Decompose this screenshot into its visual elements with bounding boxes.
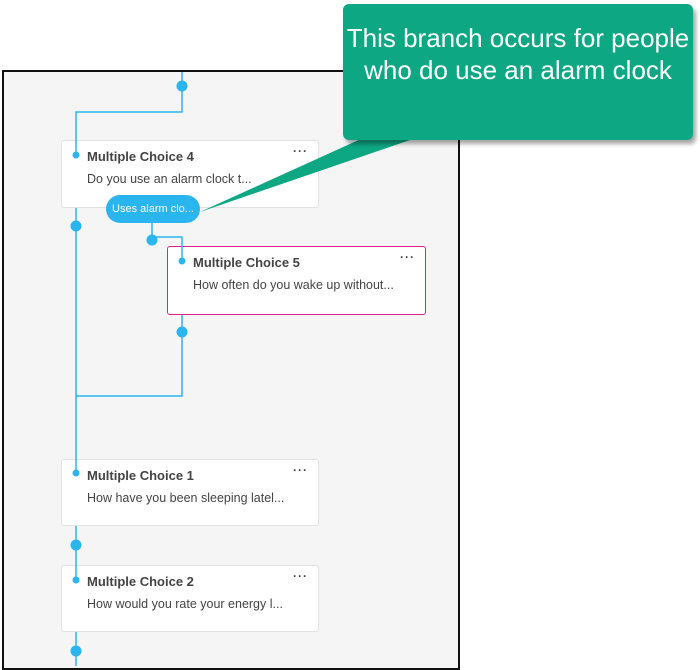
node-question: How would you rate your energy l... bbox=[87, 597, 283, 611]
more-options-icon[interactable]: ··· bbox=[293, 569, 308, 583]
node-title: Multiple Choice 4 bbox=[87, 149, 194, 164]
node-question: Do you use an alarm clock t... bbox=[87, 172, 252, 186]
node-multiple-choice-1[interactable]: Multiple Choice 1 How have you been slee… bbox=[61, 459, 319, 526]
more-options-icon[interactable]: ··· bbox=[293, 463, 308, 477]
more-options-icon[interactable]: ··· bbox=[293, 144, 308, 158]
more-options-icon[interactable]: ··· bbox=[400, 250, 415, 264]
branch-condition-pill[interactable]: Uses alarm clo... bbox=[106, 195, 200, 223]
callout-text: This branch occurs for people who do use… bbox=[346, 23, 690, 85]
annotation-callout bbox=[343, 4, 693, 140]
node-title: Multiple Choice 2 bbox=[87, 574, 194, 589]
node-title: Multiple Choice 5 bbox=[193, 255, 300, 270]
node-multiple-choice-5[interactable]: Multiple Choice 5 How often do you wake … bbox=[167, 246, 426, 315]
node-question: How often do you wake up without... bbox=[193, 278, 394, 292]
node-question: How have you been sleeping latel... bbox=[87, 491, 285, 505]
node-multiple-choice-2[interactable]: Multiple Choice 2 How would you rate you… bbox=[61, 565, 319, 632]
node-title: Multiple Choice 1 bbox=[87, 468, 194, 483]
